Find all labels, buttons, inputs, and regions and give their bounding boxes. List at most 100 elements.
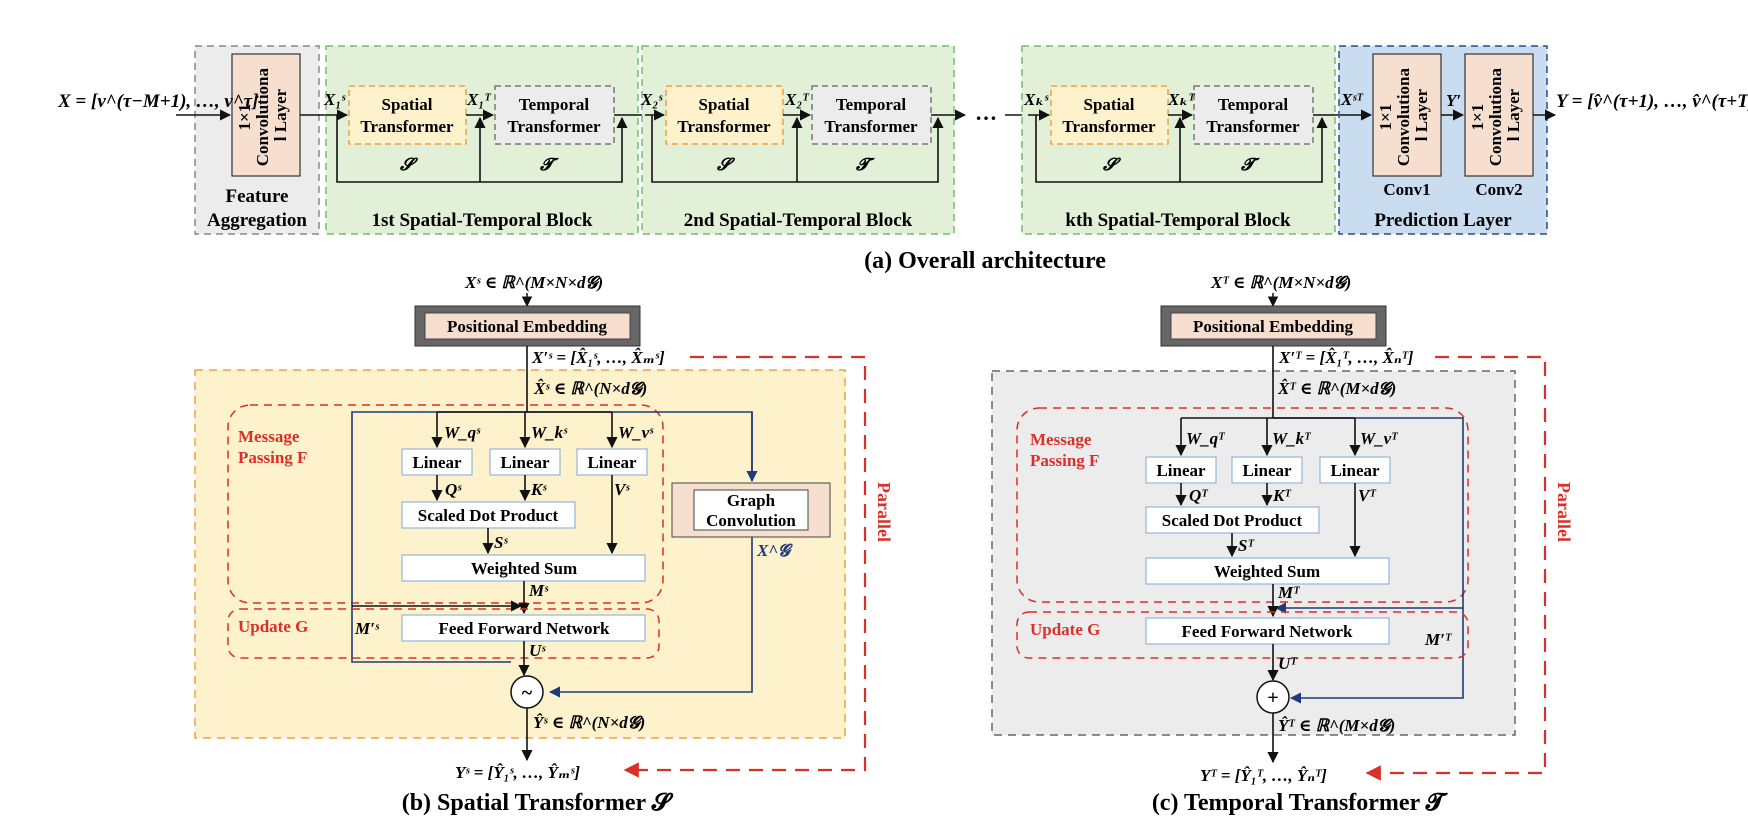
svg-text:Linear: Linear (1156, 461, 1206, 480)
temporal-scaled-dot-product (1145, 506, 1320, 534)
svg-text:Update G: Update G (1030, 620, 1100, 639)
temporal-transformer-detail: Xᵀ ∈ ℝ^(M×N×d𝓖) Positional Embedding X′ᵀ… (991, 273, 1574, 816)
svg-text:Feed Forward Network: Feed Forward Network (1182, 622, 1353, 641)
xs1-label: X₁ˢ (323, 90, 346, 109)
xt2-label: X₂ᵀ (784, 90, 809, 109)
svg-text:1×1 Convolutiona: 1×1 Convolutiona l Layer (1376, 64, 1431, 167)
svg-text:Vˢ: Vˢ (614, 480, 630, 499)
spatial-transformer-detail: Xˢ ∈ ℝ^(M×N×d𝓖) Positional Embedding X′ˢ… (194, 273, 894, 816)
spatial-temporal-block-k: Spatial Transformer Temporal Transformer… (1021, 45, 1340, 235)
svg-text:Positional Embedding: Positional Embedding (447, 317, 608, 336)
spatial-temporal-block-1: Spatial Transformer Temporal Transformer… (323, 45, 645, 235)
svg-text:W_vᵀ: W_vᵀ (1360, 429, 1398, 448)
conv1-label: Conv1 (1383, 180, 1430, 199)
svg-text:Temporal: Temporal (836, 95, 906, 114)
xsk-label: Xₖˢ (1023, 90, 1049, 109)
svg-text:Kˢ: Kˢ (530, 480, 547, 499)
svg-text:M′ᵀ: M′ᵀ (1424, 630, 1452, 649)
prediction-layer: Xˢᵀ 1×1 Convolutiona l Layer Y′ 1×1 Conv… (1338, 45, 1548, 235)
conv2-box (1464, 53, 1534, 177)
conv-layer-box (231, 53, 301, 177)
spatial-output-label: Yˢ = [Ŷ₁ˢ, …, Ŷₘˢ] (455, 763, 580, 782)
spatial-region (194, 369, 846, 739)
block-k-title: kth Spatial-Temporal Block (1065, 210, 1291, 231)
xst-label: Xˢᵀ (1340, 90, 1363, 109)
svg-text:Temporal: Temporal (1218, 95, 1288, 114)
overall-architecture: 1×1 Convolutiona l Layer Feature Aggrega… (57, 45, 1748, 274)
xg-label: X^𝓖 (756, 541, 793, 560)
svg-text:Transformer: Transformer (1206, 117, 1300, 136)
temporal-weighted-sum (1145, 557, 1390, 585)
svg-text:Spatial: Spatial (381, 95, 432, 114)
svg-text:Weighted Sum: Weighted Sum (471, 559, 577, 578)
svg-text:Graph: Graph (727, 491, 776, 510)
svg-text:W_kˢ: W_kˢ (531, 423, 568, 442)
svg-text:Transformer: Transformer (360, 117, 454, 136)
svg-text:~: ~ (522, 682, 533, 704)
svg-text:Weighted Sum: Weighted Sum (1214, 562, 1320, 581)
temporal-input-label: Xᵀ ∈ ℝ^(M×N×d𝓖) (1210, 273, 1351, 292)
svg-text:Scaled Dot Product: Scaled Dot Product (418, 506, 559, 525)
svg-text:Convolution: Convolution (706, 511, 796, 530)
svg-text:Linear: Linear (1242, 461, 1292, 480)
svg-text:Transformer: Transformer (677, 117, 771, 136)
temporal-xhat-label: X̂ᵀ ∈ ℝ^(M×d𝓖) (1277, 379, 1396, 398)
svg-text:Scaled Dot Product: Scaled Dot Product (1162, 511, 1303, 530)
spatial-yhat-label: Ŷˢ ∈ ℝ^(N×d𝓖) (533, 713, 645, 732)
temporal-linear-k (1231, 456, 1303, 484)
spatial-scaled-dot-product (401, 501, 576, 529)
spatial-parallel-label: Parallel (874, 482, 894, 542)
svg-text:W_qˢ: W_qˢ (444, 423, 481, 442)
conv-layer-text: 1×1 Convolutiona l Layer (235, 64, 290, 167)
block-2-title: 2nd Spatial-Temporal Block (684, 210, 913, 231)
svg-text:Update G: Update G (238, 617, 308, 636)
yprime-label: Y′ (1446, 91, 1461, 110)
conv2-label: Conv2 (1475, 180, 1522, 199)
svg-text:Linear: Linear (412, 453, 462, 472)
svg-text:Kᵀ: Kᵀ (1272, 486, 1291, 505)
svg-text:Message: Message (1030, 430, 1092, 449)
spatial-xhat-label: X̂ˢ ∈ ℝ^(N×d𝓖) (533, 379, 647, 398)
svg-text:Qᵀ: Qᵀ (1189, 486, 1208, 505)
svg-text:Transformer: Transformer (1062, 117, 1156, 136)
input-x-label: X = [v^(τ−M+1), …, v^τ] (57, 91, 258, 112)
temporal-region (991, 370, 1516, 736)
svg-text:M′ˢ: M′ˢ (354, 619, 380, 638)
xt1-label: X₁ᵀ (466, 90, 491, 109)
blocks-ellipsis: … (975, 100, 997, 125)
svg-text:Qˢ: Qˢ (445, 480, 462, 499)
temporal-transformer-box-1 (494, 85, 615, 145)
svg-text:Linear: Linear (1330, 461, 1380, 480)
svg-text:Mᵀ: Mᵀ (1277, 583, 1300, 602)
feature-aggregation-label-2: Aggregation (207, 210, 307, 231)
svg-text:+: + (1267, 687, 1278, 709)
svg-text:W_vˢ: W_vˢ (618, 423, 654, 442)
svg-text:Sˢ: Sˢ (494, 533, 508, 552)
output-y-label: Y = [v̂^(τ+1), …, v̂^(τ+T)] (1556, 91, 1748, 112)
svg-text:Vᵀ: Vᵀ (1358, 486, 1376, 505)
svg-text:Uˢ: Uˢ (529, 641, 546, 660)
svg-text:Spatial: Spatial (1083, 95, 1134, 114)
spatial-input-label: Xˢ ∈ ℝ^(M×N×d𝓖) (464, 273, 603, 292)
temporal-ffn (1145, 617, 1390, 645)
block-1-title: 1st Spatial-Temporal Block (372, 210, 593, 231)
svg-text:Transformer: Transformer (824, 117, 918, 136)
xtk-label: Xₖᵀ (1167, 90, 1195, 109)
svg-text:Uᵀ: Uᵀ (1278, 654, 1297, 673)
temporal-transformer-box-k (1193, 85, 1314, 145)
svg-text:Transformer: Transformer (507, 117, 601, 136)
temporal-yhat-label: Ŷᵀ ∈ ℝ^(M×d𝓖) (1278, 716, 1395, 735)
overall-caption: (a) Overall architecture (864, 248, 1106, 274)
spatial-linear-q (401, 448, 473, 476)
conv1-box (1372, 53, 1442, 177)
feature-aggregation-label: Feature (226, 186, 289, 207)
svg-text:Passing F: Passing F (238, 448, 307, 467)
spatial-temporal-block-2: Spatial Transformer Temporal Transformer… (640, 45, 967, 235)
temporal-transformer-box-2 (811, 85, 932, 145)
spatial-transformer-box-2 (665, 85, 784, 145)
svg-text:Message: Message (238, 427, 300, 446)
svg-text:W_qᵀ: W_qᵀ (1186, 429, 1225, 448)
svg-text:Sᵀ: Sᵀ (1238, 536, 1254, 555)
temporal-output-label: Yᵀ = [Ŷ₁ᵀ, …, Ŷₙᵀ] (1200, 766, 1327, 785)
